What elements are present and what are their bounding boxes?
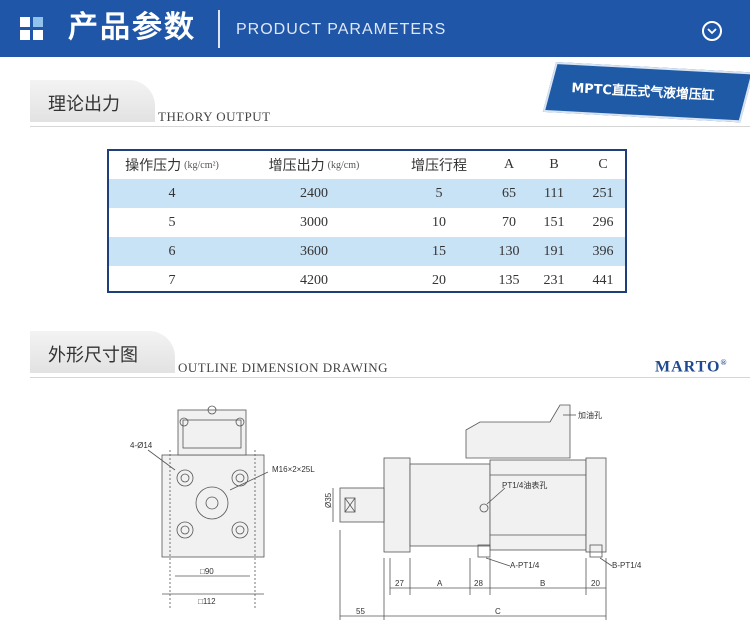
grid-logo-icon [20, 17, 44, 41]
table-cell: 231 [543, 272, 565, 288]
dim-a-label: A [437, 579, 443, 588]
table-cell: 3600 [300, 243, 328, 259]
table-header-cell: 增压行程 [411, 159, 467, 174]
section-subtitle-outline: OUTLINE DIMENSION DRAWING [178, 360, 389, 375]
outline-dimension-drawing: 4-Ø14 M16×2×25L □90 □112 Ø35 加油孔 PT1/4油表… [130, 404, 642, 620]
side-view-oil-tank [465, 404, 571, 459]
table-cell: 441 [592, 272, 614, 288]
table-cell: 135 [498, 272, 520, 288]
table-cell: 5 [435, 185, 443, 201]
table-header-cell: 增压出力(kg/cm) [268, 159, 360, 174]
hole-label: 4-Ø14 [130, 441, 153, 450]
table-cell: 111 [544, 185, 564, 201]
section-tab-outline [30, 331, 175, 373]
table-header-cell: B [549, 157, 559, 172]
dim-c-label: C [495, 607, 501, 616]
side-view-cylinder [489, 459, 587, 551]
table-cell: 6 [168, 243, 176, 259]
front-view-body [161, 454, 265, 558]
table-header-row: 操作压力(kg/cm²) 增压出力(kg/cm) 增压行程 A B C [109, 151, 625, 179]
dim-55-label: 55 [356, 607, 365, 616]
side-view-piston-rod [339, 487, 385, 523]
front-view-top-block [177, 409, 247, 456]
table-header-cell: 操作压力(kg/cm²) [125, 159, 219, 174]
section-divider-theory [30, 126, 750, 127]
side-view-rear-flange [383, 457, 411, 553]
table-cell: 191 [543, 243, 565, 259]
dia35-label: Ø35 [324, 492, 333, 508]
table-cell: 65 [502, 185, 516, 201]
table-cell: 4200 [300, 272, 328, 288]
section-title-theory: 理论出力 [48, 94, 120, 115]
table-row: 5 3000 10 70 151 296 [109, 208, 625, 237]
gauge-port-label: PT1/4油表孔 [502, 480, 547, 490]
brand-logo: MARTO® [655, 358, 728, 376]
section-tab-theory [30, 80, 155, 122]
section-title-outline: 外形尺寸图 [48, 345, 138, 366]
table-cell: 296 [592, 214, 614, 230]
page-title: 产品参数 [68, 10, 196, 45]
port-b-label: B-PT1/4 [612, 561, 642, 570]
dim-b-label: B [540, 579, 545, 588]
product-badge-text: MPTC直压式气液增压缸 [570, 81, 715, 104]
dim-27-label: 27 [395, 579, 404, 588]
table-header-cell: C [598, 157, 608, 172]
table-cell: 130 [498, 243, 520, 259]
port-a-label: A-PT1/4 [510, 561, 540, 570]
table-cell: 251 [592, 185, 614, 201]
table-cell: 7 [168, 272, 176, 288]
table-cell: 3000 [300, 214, 328, 230]
header-divider [218, 10, 220, 48]
product-badge: MPTC直压式气液增压缸 [542, 62, 750, 123]
center-thread-circle [195, 486, 229, 520]
oil-fill-label: 加油孔 [578, 410, 602, 420]
table-cell: 2400 [300, 185, 328, 201]
page-header: 产品参数 PRODUCT PARAMETERS [0, 0, 750, 57]
table-cell: 10 [432, 214, 446, 230]
table-row: 7 4200 20 135 231 441 [109, 266, 625, 295]
table-cell: 70 [502, 214, 516, 230]
section-subtitle-theory: THEORY OUTPUT [158, 109, 271, 124]
section-divider-outline [30, 377, 750, 378]
table-cell: 20 [432, 272, 446, 288]
table-header-cell: A [503, 157, 515, 172]
table-cell: 4 [168, 185, 176, 201]
table-cell: 5 [168, 214, 176, 230]
thread-label: M16×2×25L [272, 465, 315, 474]
dim-20-label: 20 [591, 579, 600, 588]
sq112-label: □112 [198, 597, 216, 606]
dim-28-label: 28 [474, 579, 483, 588]
table-row: 6 3600 15 130 191 396 [109, 237, 625, 266]
sq90-label: □90 [200, 567, 214, 576]
chevron-down-icon[interactable] [702, 21, 722, 41]
table-cell: 15 [432, 243, 446, 259]
table-row: 4 2400 5 65 111 251 [109, 179, 625, 208]
theory-output-table: 操作压力(kg/cm²) 增压出力(kg/cm) 增压行程 A B C 4 240… [107, 149, 627, 293]
page-subtitle: PRODUCT PARAMETERS [236, 21, 447, 38]
table-cell: 151 [543, 214, 565, 230]
table-cell: 396 [592, 243, 614, 259]
